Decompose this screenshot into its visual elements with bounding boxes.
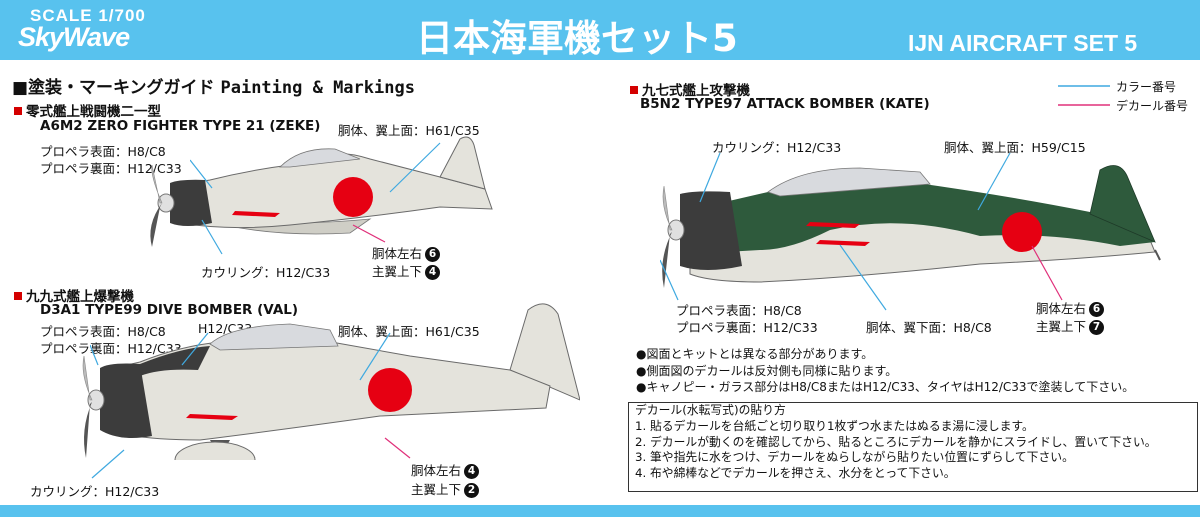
legend-color-label: カラー番号 (1116, 80, 1177, 94)
kate-cowling-color: カウリング：H12/C33 (712, 140, 842, 155)
kate-callout-lines (660, 152, 1063, 311)
header-banner (0, 0, 1200, 60)
guide-title: ■塗装・マーキングガイド Painting & Markings (12, 73, 415, 98)
kate-aircraft-illustration (662, 165, 1161, 288)
kate-name-en: B5N2 TYPE97 ATTACK BOMBER (KATE) (640, 96, 930, 112)
decal-instructions-title: デカール(水転写式)の貼り方 (635, 403, 786, 417)
zero-body-color: 胴体、翼上面：H61/C35 (338, 123, 480, 138)
decal-number-badge: 6 (1089, 302, 1105, 317)
note-item: ●キャノピー・ガラス部分はH8/C8またはH12/C33、タイヤはH12/C33… (636, 380, 1135, 394)
decal-number-badge: 4 (464, 464, 480, 479)
note-item: ●図面とキットとは異なる部分があります。 (636, 347, 874, 361)
kate-body-under-color: 胴体、翼下面：H8/C8 (866, 320, 992, 335)
zero-cowling-color: カウリング：H12/C33 (201, 265, 331, 280)
scale-label: SCALE 1/700 (30, 6, 146, 25)
zero-name-en: A6M2 ZERO FIGHTER TYPE 21 (ZEKE) (40, 118, 321, 134)
brand-logo: SkyWave (18, 22, 130, 52)
kate-body-top-color: 胴体、翼上面：H59/C15 (944, 140, 1086, 155)
legend-decal-label: デカール番号 (1116, 99, 1189, 113)
guide-title-en: Painting & Markings (220, 78, 415, 98)
guide-title-jp: ■塗装・マーキングガイド (12, 78, 215, 98)
kate-name-jp: 九七式艦上攻撃機 (630, 79, 750, 99)
val-cowling-color: カウリング：H12/C33 (30, 484, 160, 499)
zero-aircraft-illustration (150, 136, 493, 247)
decal-step: 3. 筆や指先に水をつけ、デカールをぬらしながら貼りたい位置にずらして下さい。 (635, 450, 1074, 465)
zero-name-jp: 零式艦上戦闘機二一型 (14, 100, 161, 120)
decal-number-badge: 2 (464, 483, 480, 498)
decal-step: 2. デカールが動くのを確認してから、貼るところにデカールを静かにスライドし、置… (635, 434, 1157, 449)
decal-instructions-box: デカール(水転写式)の貼り方 1. 貼るデカールを台紙ごと切り取り1枚ずつ水また… (628, 402, 1198, 492)
kate-prop-back: プロペラ裏面：H12/C33 (676, 320, 818, 335)
red-square-icon (14, 292, 22, 300)
val-aircraft-illustration (82, 303, 580, 460)
zero-prop-front: プロペラ表面：H8/C8 (40, 144, 166, 159)
legend-lines (1058, 85, 1110, 106)
val-name-jp: 九九式艦上爆撃機 (14, 285, 134, 305)
red-square-icon (630, 86, 638, 94)
note-item: ●側面図のデカールは反対側も同様に貼ります。 (636, 363, 898, 378)
decal-step: 1. 貼るデカールを台紙ごと切り取り1枚ずつ水またはぬるま湯に浸します。 (635, 418, 1034, 433)
kate-prop-front: プロペラ表面：H8/C8 (676, 303, 802, 318)
decal-step: 4. 布や綿棒などでデカールを押さえ、水分をとって下さい。 (635, 466, 956, 481)
val-body-color: 胴体、翼上面：H61/C35 (338, 324, 480, 339)
notes-list: ●図面とキットとは異なる部分があります。 ●側面図のデカールは反対側も同様に貼り… (636, 346, 1196, 396)
val-name-en: D3A1 TYPE99 DIVE BOMBER (VAL) (40, 302, 299, 318)
zero-callout-lines (190, 142, 441, 255)
page-title-jp: 日本海軍機セット5 (416, 17, 738, 60)
page-title-en: IJN AIRCRAFT SET 5 (908, 30, 1138, 56)
red-square-icon (14, 107, 22, 115)
val-prop-back: プロペラ裏面：H12/C33 (40, 341, 182, 356)
decal-number-badge: 6 (425, 247, 441, 262)
zero-prop-back: プロペラ裏面：H12/C33 (40, 161, 182, 176)
decal-number-badge: 4 (425, 265, 441, 280)
footer-bar (0, 505, 1200, 517)
decal-number-badge: 7 (1089, 320, 1105, 335)
val-callout-lines (90, 332, 411, 479)
val-prop-front: プロペラ表面：H8/C8 (40, 324, 166, 339)
